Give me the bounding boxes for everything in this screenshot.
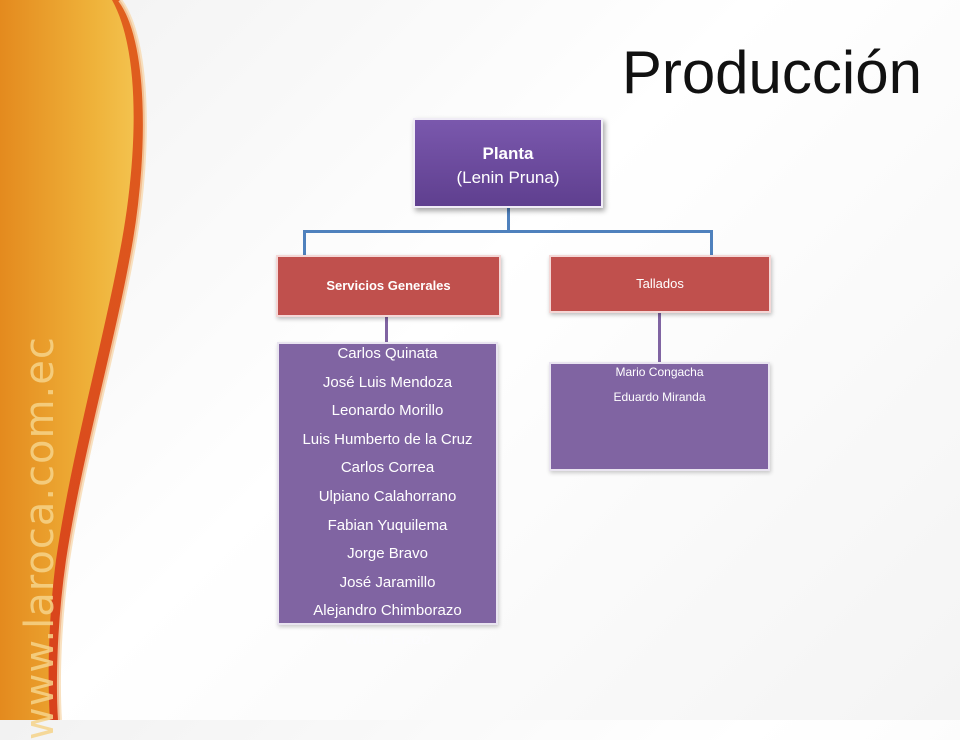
member-name: Luis Humberto de la Cruz [302, 430, 473, 448]
root-node-person: (Lenin Pruna) [456, 168, 560, 187]
member-name: Eduardo Miranda [613, 390, 706, 404]
members-box-servicios-generales: Carlos Quinata José Luis Mendoza Leonard… [277, 342, 498, 648]
member-name: Fabian Yuquilema [327, 516, 448, 534]
department-node-servicios-generales: Servicios Generales [276, 255, 501, 317]
connector-left-drop [303, 230, 306, 257]
department-name: Servicios Generales [326, 278, 451, 293]
member-name: Carlos Correa [340, 459, 435, 477]
connector-horizontal [303, 230, 713, 233]
org-root-node: Planta (Lenin Pruna) [413, 118, 603, 208]
member-name: Ulpiano Calahorrano [318, 487, 457, 505]
connector-dept2-members [658, 313, 661, 363]
member-name: José Jaramillo [339, 573, 436, 591]
member-name: Alejandro Chimborazo [313, 602, 462, 620]
member-name: Jorge Bravo [347, 545, 428, 563]
decorative-side-band [0, 0, 147, 720]
members-box-tallados: Mario Congacha Eduardo Miranda [549, 362, 770, 471]
member-name: Carlos Quinata [337, 345, 438, 362]
member-name: Leonardo Morillo [331, 402, 444, 420]
website-watermark: www.laroca.com.ec [17, 336, 63, 740]
connector-dept1-members [385, 317, 388, 343]
root-node-name: Planta [482, 144, 534, 163]
member-name-overflow: Walter Erazo [344, 630, 431, 648]
connector-root-down [507, 208, 510, 232]
member-name: Mario Congacha [615, 365, 704, 379]
member-name: José Luis Mendoza [322, 373, 453, 391]
connector-right-drop [710, 230, 713, 257]
department-node-tallados: Tallados [549, 255, 771, 313]
department-name: Tallados [636, 276, 684, 291]
slide-title: Producción [621, 39, 922, 106]
